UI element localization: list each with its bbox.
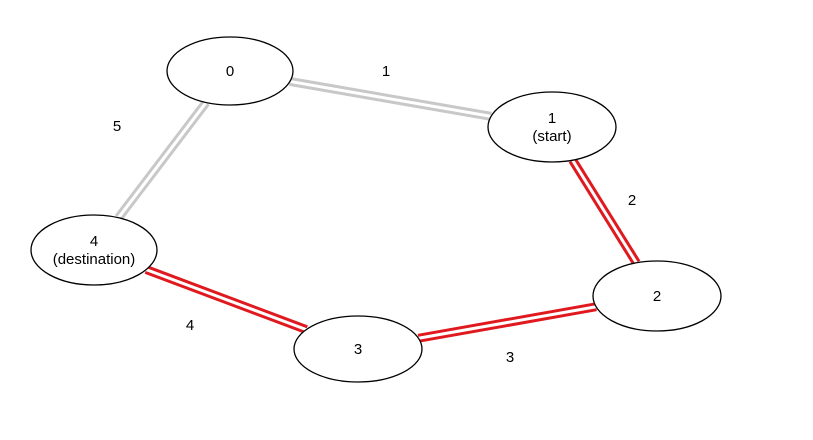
edge-1-2-line-2 bbox=[568, 160, 636, 266]
edges-layer bbox=[114, 77, 641, 343]
node-1-ellipse bbox=[487, 91, 617, 163]
node-3-ellipse bbox=[293, 315, 423, 383]
node-3-label: 3 bbox=[354, 341, 362, 358]
edge-4-0 bbox=[114, 99, 210, 221]
node-0: 0 bbox=[166, 36, 294, 106]
edge-0-1-line-2 bbox=[289, 82, 491, 121]
node-4-sublabel: (destination) bbox=[53, 251, 136, 268]
edge-weight-1-2: 2 bbox=[628, 192, 636, 209]
edge-1-2 bbox=[568, 157, 641, 266]
edge-0-1-line-1 bbox=[290, 77, 492, 115]
node-2: 2 bbox=[592, 260, 722, 332]
edge-3-4-line-1 bbox=[144, 270, 306, 334]
edge-4-0-line-2 bbox=[119, 103, 210, 221]
edge-3-4 bbox=[144, 265, 308, 334]
edge-weight-4-0: 5 bbox=[113, 118, 121, 135]
node-1-sublabel: (start) bbox=[532, 128, 571, 145]
node-0-label: 0 bbox=[226, 63, 234, 80]
edge-0-1 bbox=[289, 77, 492, 121]
edge-4-0-line-1 bbox=[114, 99, 205, 217]
node-4: 4(destination) bbox=[30, 214, 158, 286]
node-3: 3 bbox=[293, 315, 423, 383]
edge-2-3-line-2 bbox=[417, 302, 596, 337]
node-4-ellipse bbox=[30, 214, 158, 286]
edge-weight-3-4: 4 bbox=[186, 317, 194, 334]
edge-weights-layer: 1 2 3 4 5 bbox=[113, 63, 636, 366]
edge-3-4-line-2 bbox=[146, 265, 308, 329]
node-1-label: 1 bbox=[548, 110, 556, 127]
node-1: 1(start) bbox=[487, 91, 617, 163]
node-0-ellipse bbox=[166, 36, 294, 106]
nodes-layer: 01(start)234(destination) bbox=[30, 36, 722, 383]
node-4-label: 4 bbox=[90, 233, 98, 250]
edge-weight-0-1: 1 bbox=[382, 63, 390, 80]
node-2-label: 2 bbox=[653, 288, 661, 305]
node-2-ellipse bbox=[592, 260, 722, 332]
edge-2-3-line-1 bbox=[418, 308, 597, 343]
edge-1-2-line-1 bbox=[573, 157, 641, 263]
edge-weight-2-3: 3 bbox=[506, 349, 514, 366]
edge-2-3 bbox=[417, 302, 597, 343]
